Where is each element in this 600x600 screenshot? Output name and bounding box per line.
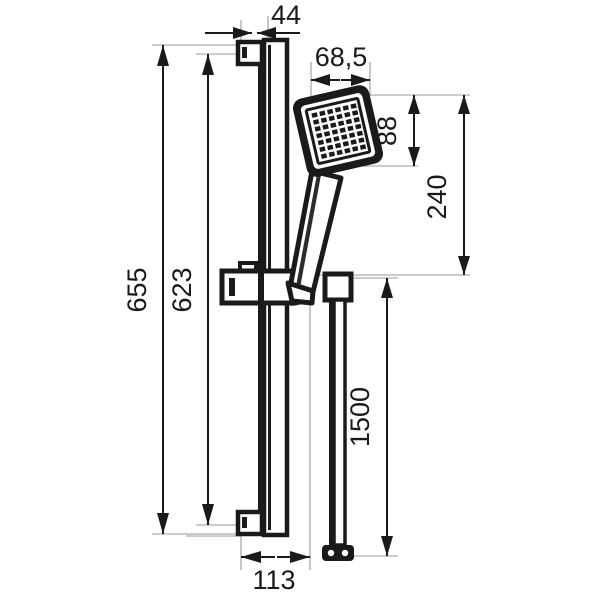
part-hose [322, 271, 354, 561]
dimension-head-height-88: 88 [372, 95, 420, 166]
dim-label-623: 623 [167, 267, 197, 312]
dim-label-240: 240 [422, 174, 452, 219]
dimension-bracket-spacing-623: 623 [167, 54, 214, 525]
dimension-hose-length-1500: 1500 [345, 278, 393, 556]
spray-nozzle-grid [311, 103, 367, 159]
dimension-head-width-685: 68,5 [311, 42, 370, 86]
dim-label-685: 68,5 [315, 42, 368, 72]
dim-label-1500: 1500 [345, 387, 375, 447]
dimension-rail-width-44: 44 [205, 0, 301, 39]
dimension-rail-height-655: 655 [122, 45, 169, 534]
dimension-handset-height-240: 240 [422, 95, 470, 275]
part-handset-handle [285, 168, 344, 306]
dim-label-655: 655 [122, 267, 152, 312]
part-handset-head [292, 85, 384, 177]
part-bottom-bracket [235, 509, 265, 537]
dim-label-44: 44 [271, 0, 301, 30]
dimension-assembly-depth-113: 113 [241, 551, 310, 595]
part-top-bracket [235, 39, 265, 67]
dim-label-113: 113 [252, 565, 295, 595]
